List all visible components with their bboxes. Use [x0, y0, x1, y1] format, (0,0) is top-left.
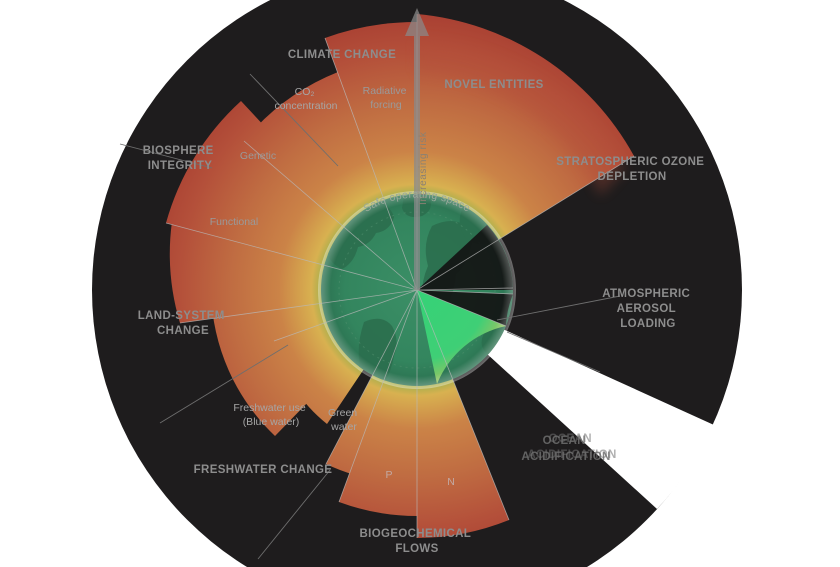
leader-lines: [119, 73, 621, 560]
label-biosphere-integrity: BIOSPHERE INTEGRITY: [143, 145, 217, 172]
label-ocean-acidification: OCEAN ACIDIFICATION OCEAN ACIDIFICATION: [521, 433, 616, 463]
label-functional: Functional: [210, 216, 258, 228]
label-freshwater-change: FRESHWATER CHANGE: [194, 464, 333, 476]
svg-text:OCEAN ACIDIFICATION: OCEAN ACIDIFICATION: [527, 433, 616, 461]
label-land-system-change: LAND-SYSTEM CHANGE: [138, 310, 228, 337]
label-blue-water: Freshwater use (Blue water): [233, 402, 308, 428]
svg-text:OCEAN ACIDIFICATION: OCEAN ACIDIFICATION: [521, 435, 610, 463]
variable-labels: Radiative forcing CO₂ concentration Gene…: [210, 85, 455, 488]
label-genetic: Genetic: [240, 150, 276, 162]
label-radiative-forcing: Radiative forcing: [363, 85, 410, 111]
increasing-risk-label: Increasing risk: [418, 131, 429, 205]
label-green-water: Green water: [328, 407, 360, 433]
leader-aerosol: [506, 331, 601, 373]
leader-co2: [249, 73, 339, 167]
leader-freshwater-change: [257, 469, 331, 560]
leader-biosphere: [119, 143, 213, 169]
leader-stratospheric: [496, 295, 621, 321]
label-atmospheric-aerosol-loading: ATMOSPHERIC AEROSOL LOADING: [602, 288, 694, 330]
label-stratospheric-ozone-depletion: STRATOSPHERIC OZONE DEPLETION: [556, 156, 708, 183]
leader-freshwater-blue: [159, 344, 289, 424]
boundary-labels: CLIMATE CHANGE NOVEL ENTITIES STRATOSPHE…: [138, 49, 708, 555]
increasing-risk-arrow: [405, 8, 429, 290]
wedge-outer-haze: [417, 40, 625, 196]
label-phosphorus: P: [385, 469, 392, 481]
label-co2-concentration: CO₂ concentration: [274, 86, 337, 112]
label-novel-entities: NOVEL ENTITIES: [444, 79, 543, 91]
label-biogeochemical-flows: BIOGEOCHEMICAL FLOWS: [360, 528, 475, 555]
label-climate-change: CLIMATE CHANGE: [288, 49, 396, 61]
label-nitrogen: N: [447, 476, 455, 488]
